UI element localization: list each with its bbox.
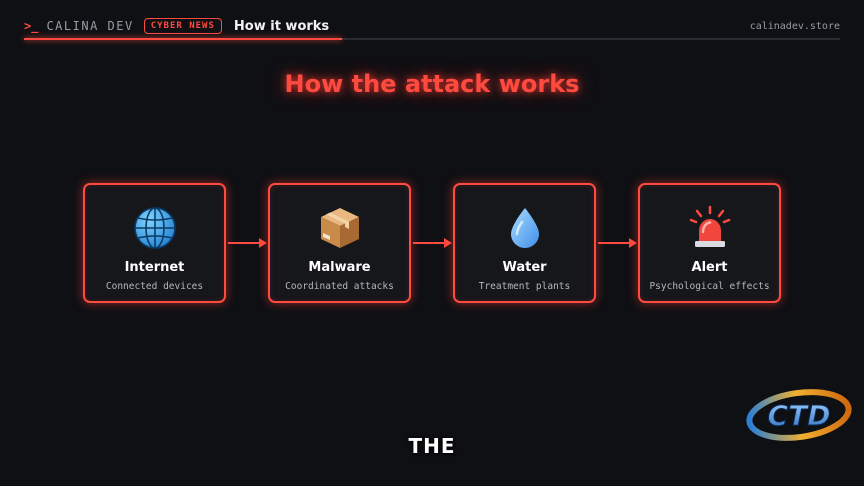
- slide-headline: How the attack works: [284, 70, 580, 98]
- terminal-prompt-icon: >_: [24, 19, 39, 33]
- step-subtitle: Psychological effects: [649, 281, 770, 292]
- brand-name: CALINA DEV: [46, 19, 134, 33]
- subtitle-caption: THE: [408, 434, 456, 458]
- arrow-right-icon: [228, 238, 267, 248]
- step-subtitle: Connected devices: [105, 281, 204, 292]
- step-card-internet: Internet Connected devices: [83, 183, 226, 303]
- step-card-malware: Malware Coordinated attacks: [268, 183, 411, 303]
- step-title: Malware: [308, 260, 371, 275]
- svg-text:CTD: CTD: [768, 399, 831, 432]
- step-subtitle: Treatment plants: [478, 281, 571, 292]
- header-divider: [24, 38, 840, 40]
- step-title: Internet: [124, 260, 185, 275]
- globe-icon: [133, 207, 176, 249]
- step-title: Alert: [691, 260, 728, 275]
- step-title: Water: [502, 260, 547, 275]
- step-card-water: Water Treatment plants: [453, 183, 596, 303]
- arrow-right-icon: [413, 238, 452, 248]
- ctd-logo: CTD: [746, 389, 852, 441]
- top-bar: >_ CALINA DEV CYBER NEWS How it works ca…: [24, 12, 840, 40]
- water-drop-icon: [510, 208, 539, 248]
- category-badge: CYBER NEWS: [143, 18, 222, 34]
- step-subtitle: Coordinated attacks: [285, 281, 394, 292]
- page-title: How it works: [233, 18, 330, 34]
- progress-bar: [24, 38, 343, 40]
- step-card-alert: Alert Psychological effects: [638, 183, 781, 303]
- package-icon: [320, 208, 359, 248]
- site-url: calinadev.store: [749, 20, 840, 32]
- siren-icon: [689, 205, 730, 247]
- arrow-right-icon: [598, 238, 637, 248]
